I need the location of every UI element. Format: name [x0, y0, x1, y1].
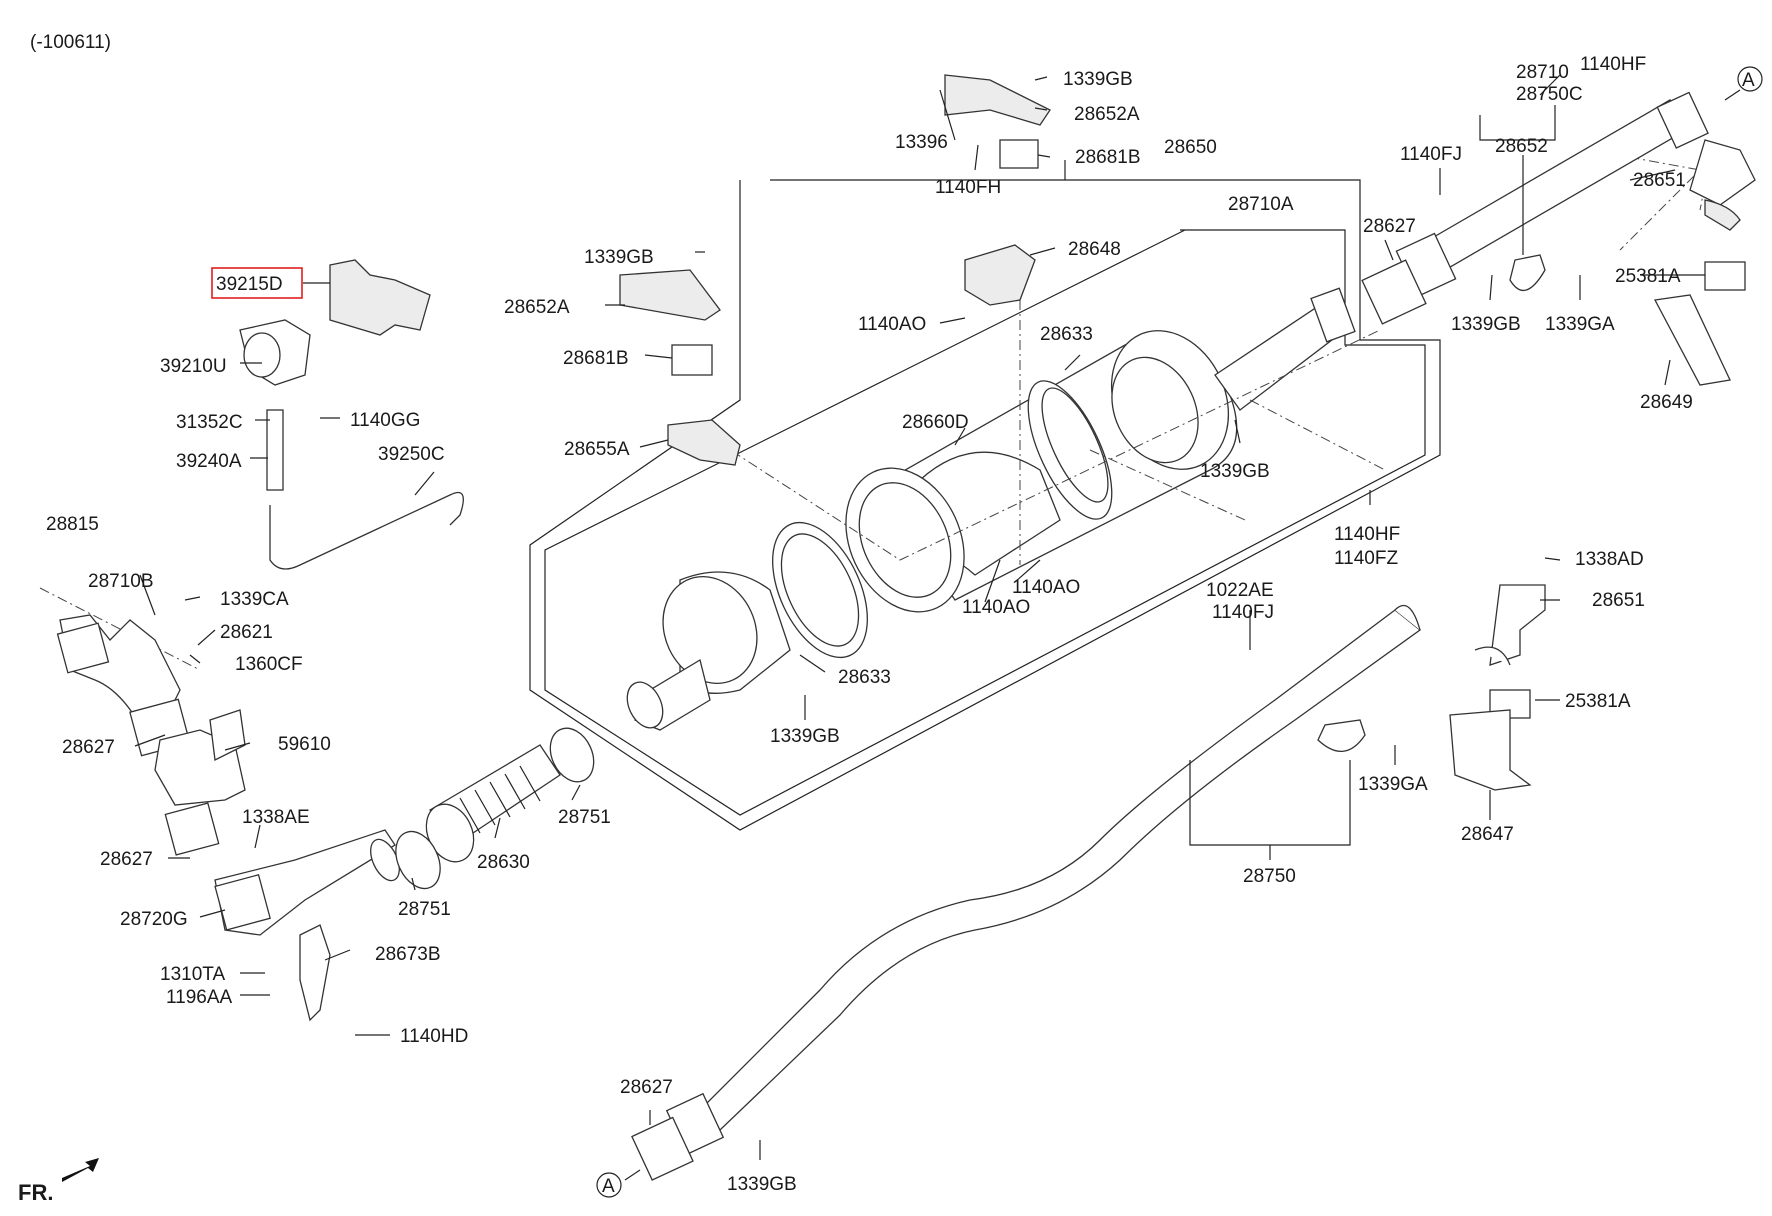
- part-28627-d[interactable]: 28627: [620, 1077, 673, 1098]
- part-1022AE[interactable]: 1022AE: [1206, 580, 1274, 601]
- part-28751-b[interactable]: 28751: [398, 899, 451, 920]
- part-28660D[interactable]: 28660D: [902, 412, 969, 433]
- dpf-body: [626, 287, 1356, 731]
- front-direction-label: FR.: [18, 1180, 53, 1205]
- front-arrow-icon: [62, 1158, 99, 1182]
- leader-lines: [134, 74, 1741, 1181]
- tail-pipe: [631, 584, 1546, 1181]
- part-1140FJ-b[interactable]: 1140FJ: [1212, 602, 1274, 623]
- part-28627-c[interactable]: 28627: [1363, 216, 1416, 237]
- part-1310TA[interactable]: 1310TA: [160, 964, 225, 985]
- part-1140FJ-a[interactable]: 1140FJ: [1400, 144, 1462, 165]
- part-1140AO-c[interactable]: 1140AO: [962, 597, 1030, 618]
- part-28720G[interactable]: 28720G: [120, 909, 188, 930]
- part-28673B[interactable]: 28673B: [375, 944, 441, 965]
- flex-pipe: [395, 727, 595, 890]
- part-28649[interactable]: 28649: [1640, 392, 1693, 413]
- part-28651-a[interactable]: 28651: [1633, 170, 1686, 191]
- diagram-code: (-100611): [30, 32, 111, 53]
- part-39250C[interactable]: 39250C: [378, 444, 445, 465]
- part-1140HF-b[interactable]: 1140HF: [1334, 524, 1400, 545]
- part-1140HF-a[interactable]: 1140HF: [1580, 54, 1646, 75]
- part-39210U[interactable]: 39210U: [160, 356, 227, 377]
- valve-assembly: [56, 259, 464, 1022]
- ref-label-a-top: A: [1742, 70, 1755, 91]
- part-1339GB-b[interactable]: 1339GB: [1063, 69, 1133, 90]
- part-28710[interactable]: 28710: [1516, 62, 1569, 83]
- part-28751-a[interactable]: 28751: [558, 807, 611, 828]
- part-1140AO-b[interactable]: 1140AO: [1012, 577, 1080, 598]
- part-28627-a[interactable]: 28627: [62, 737, 115, 758]
- part-28648[interactable]: 28648: [1068, 239, 1121, 260]
- part-1339GA-b[interactable]: 1339GA: [1358, 774, 1428, 795]
- part-28681B-a[interactable]: 28681B: [563, 348, 629, 369]
- part-28633-b[interactable]: 28633: [838, 667, 891, 688]
- part-28710B[interactable]: 28710B: [88, 571, 154, 592]
- part-28630[interactable]: 28630: [477, 852, 530, 873]
- part-28655A[interactable]: 28655A: [564, 439, 630, 460]
- part-28621[interactable]: 28621: [220, 622, 273, 643]
- part-25381A-a[interactable]: 25381A: [1615, 266, 1681, 287]
- part-28652A-b[interactable]: 28652A: [1074, 104, 1140, 125]
- part-1140HD[interactable]: 1140HD: [400, 1026, 468, 1047]
- part-1339GB-a[interactable]: 1339GB: [584, 247, 654, 268]
- ref-circle-a-bottom: [596, 1172, 622, 1198]
- part-1338AE[interactable]: 1338AE: [242, 807, 310, 828]
- part-1140GG[interactable]: 1140GG: [350, 410, 420, 431]
- part-28681B-b[interactable]: 28681B: [1075, 147, 1141, 168]
- part-1339CA[interactable]: 1339CA: [220, 589, 289, 610]
- rear-pipe-upper: [1361, 91, 1756, 386]
- part-1339GB-c[interactable]: 1339GB: [1200, 461, 1270, 482]
- ref-circle-a-top: [1737, 66, 1763, 92]
- part-28633-a[interactable]: 28633: [1040, 324, 1093, 345]
- part-1140FH[interactable]: 1140FH: [935, 177, 1001, 198]
- part-13396[interactable]: 13396: [895, 132, 948, 153]
- drawing-lines: [39, 66, 1763, 1198]
- part-28652A-a[interactable]: 28652A: [504, 297, 570, 318]
- part-28750C[interactable]: 28750C: [1516, 84, 1583, 105]
- part-28710A[interactable]: 28710A: [1228, 194, 1294, 215]
- part-31352C[interactable]: 31352C: [176, 412, 243, 433]
- part-28650[interactable]: 28650: [1164, 137, 1217, 158]
- part-28652[interactable]: 28652: [1495, 136, 1548, 157]
- part-39215D[interactable]: 39215D: [216, 274, 283, 295]
- part-1339GB-f[interactable]: 1339GB: [727, 1174, 797, 1195]
- part-1339GB-e[interactable]: 1339GB: [1451, 314, 1521, 335]
- part-1360CF[interactable]: 1360CF: [235, 654, 303, 675]
- upper-hanger: [619, 74, 1051, 466]
- part-28750[interactable]: 28750: [1243, 866, 1296, 887]
- part-59610[interactable]: 59610: [278, 734, 331, 755]
- part-1140AO-a[interactable]: 1140AO: [858, 314, 926, 335]
- part-28651-b[interactable]: 28651: [1592, 590, 1645, 611]
- part-28627-b[interactable]: 28627: [100, 849, 153, 870]
- part-28815[interactable]: 28815: [46, 514, 99, 535]
- part-28647[interactable]: 28647: [1461, 824, 1514, 845]
- part-1339GA-a[interactable]: 1339GA: [1545, 314, 1615, 335]
- part-1140FZ[interactable]: 1140FZ: [1334, 548, 1398, 569]
- highlight-box: [211, 267, 303, 299]
- part-1196AA[interactable]: 1196AA: [166, 987, 233, 1008]
- ref-label-a-bottom: A: [602, 1176, 615, 1197]
- part-1338AD[interactable]: 1338AD: [1575, 549, 1644, 570]
- part-25381A-b[interactable]: 25381A: [1565, 691, 1631, 712]
- part-1339GB-d[interactable]: 1339GB: [770, 726, 840, 747]
- part-39240A[interactable]: 39240A: [176, 451, 242, 472]
